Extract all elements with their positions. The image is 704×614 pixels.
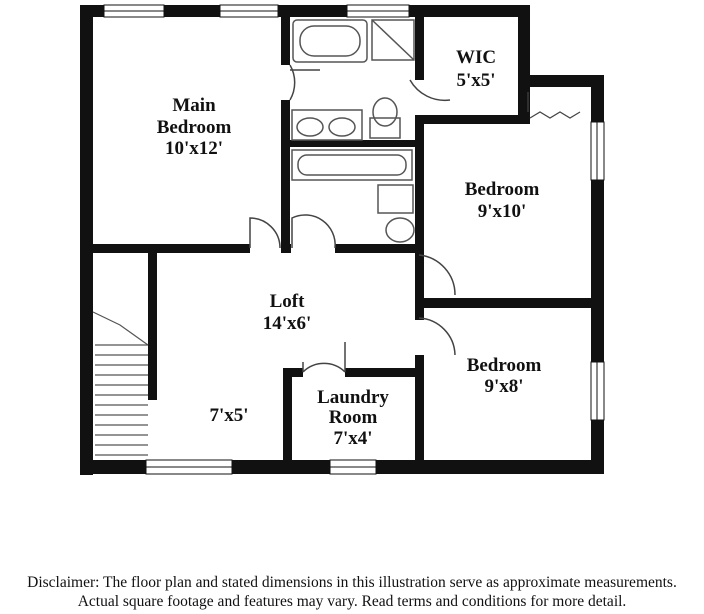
main-bedroom-size: 10'x12' <box>165 138 223 159</box>
stair-area-size: 7'x5' <box>209 405 248 426</box>
disclaimer-line-1: Disclaimer: The floor plan and stated di… <box>27 574 677 591</box>
main-bedroom-label-line1: Main <box>172 95 216 116</box>
bedroom-3-label: Bedroom <box>467 355 542 376</box>
bedroom-2-size: 9'x10' <box>478 201 527 222</box>
windows <box>103 4 605 475</box>
laundry-size: 7'x4' <box>333 428 372 449</box>
laundry-label-line2: Room <box>329 407 378 428</box>
disclaimer-line-2: Actual square footage and features may v… <box>77 593 627 610</box>
wic-size: 5'x5' <box>456 70 495 91</box>
bedroom-3-size: 9'x8' <box>484 376 523 397</box>
loft-label: Loft <box>270 291 306 312</box>
loft-size: 14'x6' <box>263 313 312 334</box>
doors <box>249 64 456 373</box>
interior-walls <box>80 5 604 465</box>
floor-plan: Main Bedroom 10'x12' WIC 5'x5' Bedroom 9… <box>80 4 605 475</box>
bath-fixtures <box>291 19 415 243</box>
closet-door <box>527 92 581 119</box>
wic-label: WIC <box>456 47 496 68</box>
stairs <box>92 311 149 456</box>
laundry-label-line1: Laundry <box>317 387 389 408</box>
bedroom-2-label: Bedroom <box>465 179 540 200</box>
main-bedroom-label-line2: Bedroom <box>157 117 232 138</box>
